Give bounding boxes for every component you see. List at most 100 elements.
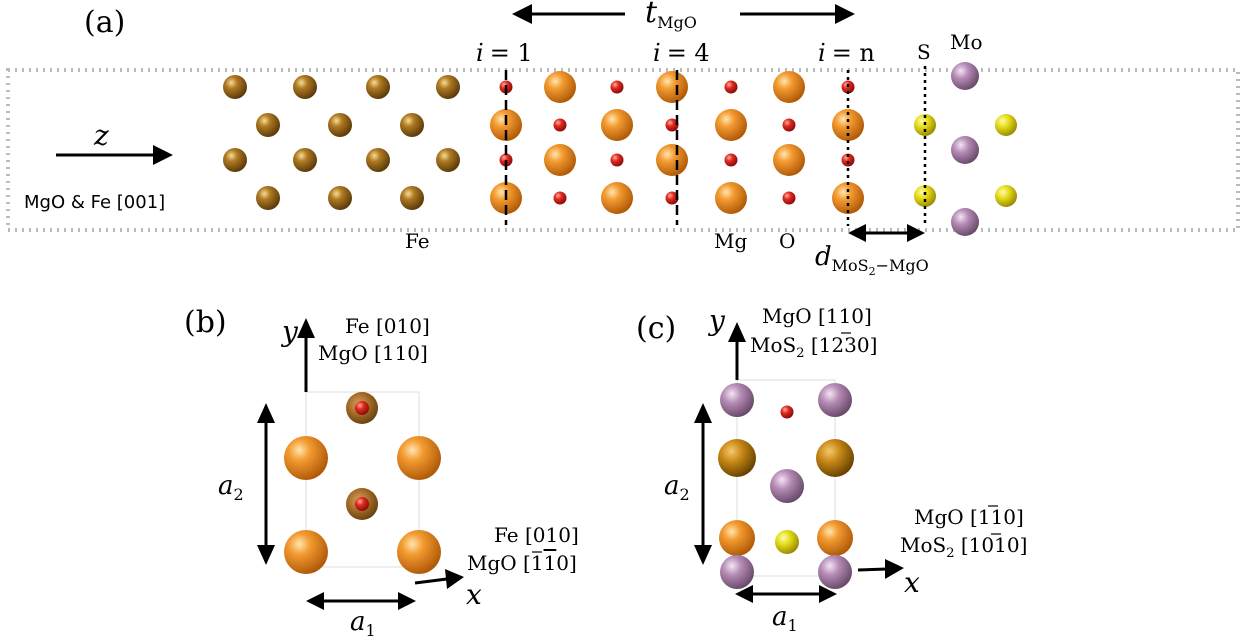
panel-b-y-label: y	[280, 315, 299, 348]
panel-c-x-dir-1a: MgO [1	[914, 505, 991, 529]
panel-c-y-dir-2bar: 3	[844, 333, 857, 357]
mo-atom	[770, 469, 804, 503]
svg-text:a2: a2	[218, 471, 244, 504]
panel-c-x-label: x	[904, 566, 920, 599]
element-label-fe: Fe	[405, 229, 430, 253]
s-atom	[775, 530, 799, 554]
svg-text:MgO [110]: MgO [110]	[914, 505, 1024, 529]
svg-text:a1: a1	[772, 602, 798, 635]
o-atom	[610, 80, 624, 94]
fe-atom	[293, 148, 317, 172]
s-atom	[914, 185, 936, 207]
panel-c-atoms	[718, 383, 854, 589]
o-atom	[610, 153, 624, 167]
panel-c-x-dir-2bar: 1	[994, 533, 1007, 557]
thickness-subscript: MgO	[657, 13, 697, 32]
mg-atom	[601, 109, 633, 141]
o-atom	[724, 153, 738, 167]
svg-text:a2: a2	[664, 471, 690, 504]
panel-b-a1-sub: 1	[366, 621, 376, 640]
svg-text:MoS2 [1010]: MoS2 [1010]	[900, 533, 1027, 561]
panel-b-x-dir-2c: 0]	[556, 551, 577, 575]
panel-c-x-dir-2a: MoS	[900, 533, 946, 557]
supercell-outline	[6, 68, 1240, 232]
distance-subscript-a: MoS	[832, 256, 869, 275]
layer-1-i: i	[476, 39, 484, 67]
panel-c-y-dir-2a: MoS	[750, 333, 796, 357]
mg-atom	[397, 530, 441, 574]
panel-c-a1-sub: 1	[788, 616, 798, 635]
o-atom	[841, 153, 855, 167]
panel-c-a2-sub: 2	[680, 485, 690, 504]
mo-atom	[818, 383, 852, 417]
panel-b-y-dir-1: Fe [010]	[345, 314, 430, 338]
mg-atom	[719, 520, 755, 556]
o-atom	[665, 191, 679, 205]
panel-b-x-dir-1: Fe [010]	[494, 523, 579, 547]
fe-atom	[400, 186, 424, 210]
o-atom	[553, 118, 567, 132]
o-atom	[724, 80, 738, 94]
fe-atom	[366, 148, 390, 172]
fe-atom	[328, 113, 352, 137]
distance-subscript-b: −MgO	[876, 256, 929, 275]
mg-atom	[397, 436, 441, 480]
panel-b-x-dir-2b: 1	[544, 551, 557, 575]
o-atom	[782, 118, 796, 132]
svg-text:tMgO: tMgO	[645, 0, 697, 32]
fe-atom	[256, 113, 280, 137]
panel-c-x-dir-2c: 0]	[1007, 533, 1028, 557]
element-label-o: O	[779, 229, 795, 253]
panel-c-y-arrow	[728, 322, 746, 380]
fe-atom	[400, 113, 424, 137]
panel-b-x-arrow	[414, 569, 464, 589]
panel-c-y-label: y	[707, 304, 726, 337]
svg-text:i= n: i= n	[818, 39, 875, 67]
panel-b-a2-sub: 2	[234, 485, 244, 504]
panel-b-x-label: x	[466, 578, 482, 611]
fe-atom	[223, 75, 247, 99]
mo-atom	[720, 383, 754, 417]
layer-4-i: i	[653, 39, 661, 67]
layer-n-value: = n	[832, 39, 875, 67]
panel-b-a1-symbol: a	[350, 607, 366, 637]
panel-b-a1-arrow	[306, 592, 416, 610]
mg-atom	[544, 71, 576, 103]
mg-atom	[773, 71, 805, 103]
mo-atom	[720, 555, 754, 589]
panel-c-x-dir-1bar: 1	[991, 505, 1004, 529]
s-atom	[995, 114, 1017, 136]
svg-text:i= 1: i= 1	[476, 39, 533, 67]
fe-atom	[293, 75, 317, 99]
mg-atom	[601, 182, 633, 214]
svg-text:MgO [110]: MgO [110]	[467, 551, 577, 575]
panel-c-y-dir-1: MgO [110]	[762, 304, 872, 328]
mg-atom	[656, 71, 688, 103]
panel-c-a2-arrow	[694, 403, 712, 565]
fe-atom	[256, 186, 280, 210]
s-atom	[718, 439, 756, 477]
svg-text:dMoS2−MgO: dMoS2−MgO	[815, 242, 929, 278]
fe-atom	[436, 75, 460, 99]
fe-atom	[366, 75, 390, 99]
mo-atom	[951, 208, 979, 236]
layer-1-value: = 1	[490, 39, 533, 67]
stacking-direction-label: MgO & Fe [001]	[24, 192, 165, 213]
o-atom	[665, 118, 679, 132]
panel-c-label: (c)	[636, 311, 676, 346]
element-label-mo: Mo	[950, 30, 983, 54]
mo-atom	[951, 136, 979, 164]
panel-b-y-dir-2: MgO [110]	[318, 341, 428, 365]
s-atom	[816, 439, 854, 477]
mg-atom	[715, 109, 747, 141]
thickness-arrow	[512, 4, 855, 24]
panel-c-y-dir-2sub: 2	[796, 346, 804, 361]
layer-4-value: = 4	[667, 39, 710, 67]
panel-a-label: (a)	[84, 5, 125, 40]
svg-text:i= 4: i= 4	[653, 39, 710, 67]
fe-atom	[328, 186, 352, 210]
panel-c-y-dir-2b: [12	[805, 333, 845, 357]
mg-atom	[284, 436, 328, 480]
panel-c-y-dir-2c: 0]	[857, 333, 878, 357]
s-atom	[995, 185, 1017, 207]
